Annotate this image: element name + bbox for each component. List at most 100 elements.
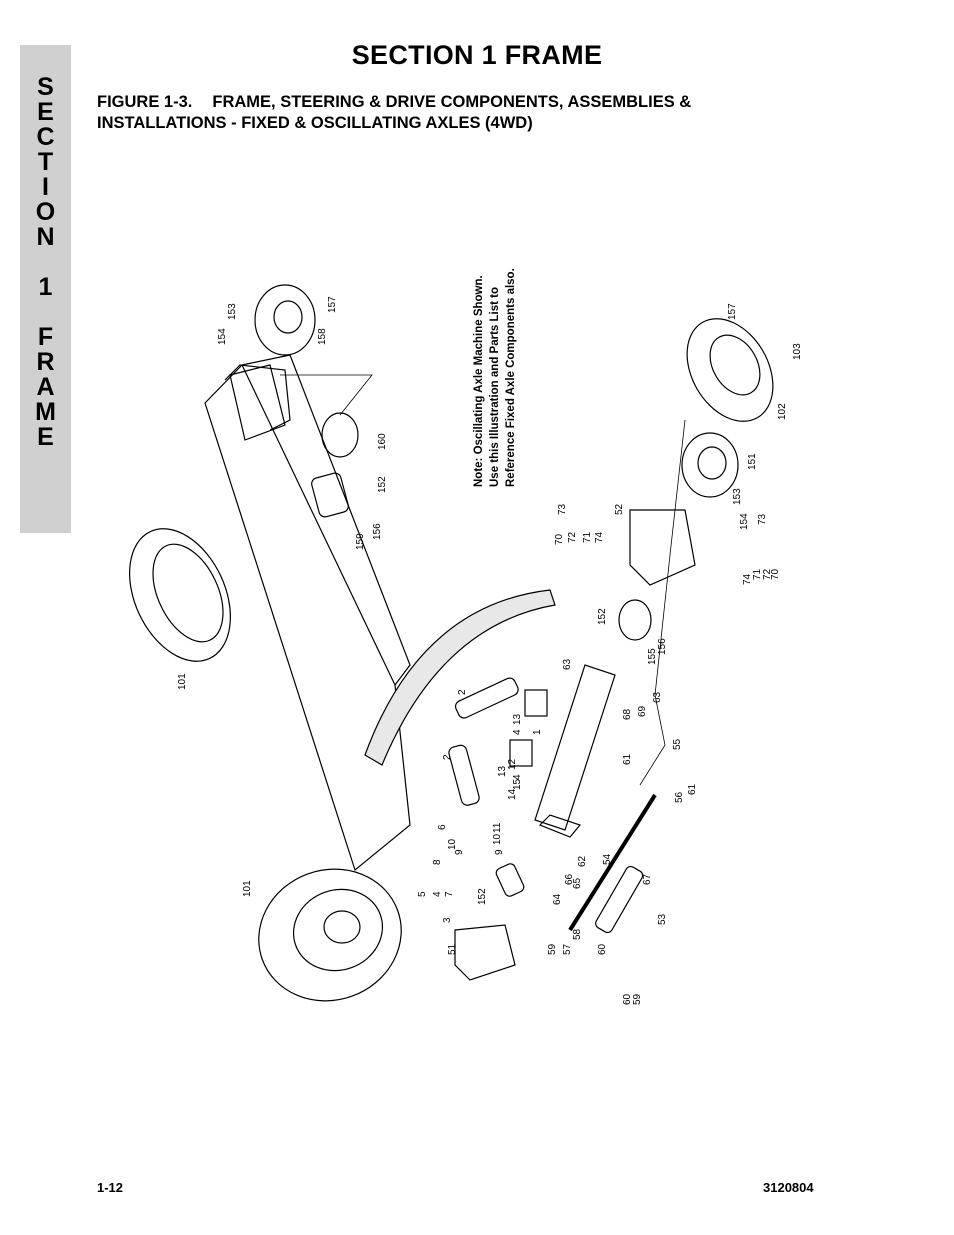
- callout-label: 55: [672, 738, 683, 750]
- callout-label: 66: [564, 873, 575, 885]
- callout-label: 155: [647, 648, 658, 665]
- callout-label: 13: [497, 765, 508, 777]
- callout-label: 157: [727, 303, 738, 320]
- callout-label: 12: [507, 758, 518, 770]
- note-line-3: Reference Fixed Axle Components also.: [505, 268, 517, 487]
- callout-label: 64: [552, 893, 563, 905]
- callout-label: 103: [792, 343, 803, 360]
- callout-label: 156: [372, 523, 383, 540]
- callout-label: 154: [739, 513, 750, 530]
- callout-label: 160: [377, 433, 388, 450]
- callout-label: 10: [492, 833, 503, 845]
- callout-label: 4: [512, 774, 523, 780]
- frame-rail: [204, 363, 411, 872]
- callout-label: 2: [442, 754, 453, 760]
- callout-label: 152: [477, 888, 488, 905]
- callout-label: 72: [567, 531, 578, 543]
- callout-label: 154: [217, 328, 228, 345]
- callout-label: 51: [447, 943, 458, 955]
- callout-label: 2: [457, 689, 468, 695]
- callout-label: 57: [562, 943, 573, 955]
- callout-label: 152: [377, 476, 388, 493]
- callout-label: 11: [492, 822, 503, 833]
- callout-label: 5: [417, 891, 428, 897]
- callout-label: 61: [622, 753, 633, 765]
- side-tab-letter: E: [37, 98, 54, 126]
- diagram-svg: 1541531581571601521561591011011571031021…: [129, 268, 803, 1005]
- note-line-2: Use this Illustration and Parts List to: [489, 287, 501, 487]
- callout-label: 54: [602, 853, 613, 865]
- callout-label: 60: [622, 993, 633, 1005]
- callout-label: 67: [642, 873, 653, 885]
- upper-motor: [321, 412, 359, 458]
- figure-title-line1: FRAME, STEERING & DRIVE COMPONENTS, ASSE…: [212, 93, 692, 111]
- side-tab-letter: R: [36, 348, 55, 376]
- callout-label: 153: [732, 488, 743, 505]
- tie-rod: [568, 793, 657, 932]
- figure-title-line2: INSTALLATIONS - FIXED & OSCILLATING AXLE…: [97, 114, 533, 132]
- callout-label: 69: [637, 705, 648, 717]
- side-tab-letter: 1: [38, 273, 53, 301]
- callout-label: 10: [447, 838, 458, 850]
- steer-cylinder: [595, 865, 644, 934]
- callout-labels: 1541531581571601521561591011011571031021…: [177, 296, 803, 1005]
- callout-label: 6: [437, 824, 448, 830]
- callout-label: 60: [597, 943, 608, 955]
- note-line-1: Note: Oscillating Axle Machine Shown.: [473, 275, 485, 487]
- callout-label: 73: [557, 503, 568, 515]
- callout-label: 15: [512, 778, 523, 790]
- spindle-housing-left: [454, 924, 516, 981]
- callout-label: 158: [317, 328, 328, 345]
- page-number: 1-12: [97, 1180, 124, 1195]
- callout-label: 4: [512, 729, 523, 735]
- upper-tire: [129, 528, 231, 662]
- side-tab-letter: M: [35, 398, 56, 426]
- fender: [364, 589, 556, 766]
- side-tab-letter: [20, 300, 71, 325]
- callout-label: 152: [597, 608, 608, 625]
- callout-label: 101: [177, 673, 188, 690]
- hub-right: [681, 432, 739, 498]
- callout-label: 102: [777, 403, 788, 420]
- callout-label: 13: [512, 713, 523, 725]
- callout-label: 59: [632, 993, 643, 1005]
- callout-label: 52: [614, 503, 625, 515]
- callout-label: 62: [577, 855, 588, 867]
- callout-label: 72: [762, 568, 773, 580]
- rim-right: [686, 318, 774, 422]
- side-tab-letter: O: [35, 198, 56, 226]
- callout-label: 71: [752, 568, 763, 580]
- callout-label: 9: [454, 849, 465, 855]
- side-tab-letter: N: [36, 223, 55, 251]
- callout-label: 63: [562, 658, 573, 670]
- callout-label: 9: [494, 849, 505, 855]
- side-tab-letter: C: [36, 123, 55, 151]
- callout-label: 156: [657, 638, 668, 655]
- callout-label: 74: [594, 531, 605, 543]
- callout-label: 4: [432, 891, 443, 897]
- callout-label: 7: [444, 891, 455, 897]
- callout-label: 65: [572, 877, 583, 889]
- callout-label: 68: [622, 708, 633, 720]
- side-tab-letter: [20, 250, 71, 275]
- callout-label: 153: [227, 303, 238, 320]
- upper-hub: [254, 284, 316, 356]
- callout-label: 159: [355, 533, 366, 550]
- side-tab-letter: E: [37, 423, 54, 451]
- callout-label: 63: [652, 691, 663, 703]
- callout-label: 70: [770, 568, 781, 580]
- callout-label: 53: [657, 913, 668, 925]
- lower-tire: [258, 868, 402, 1002]
- spindle-housing-right: [629, 509, 696, 586]
- side-tab-letter: F: [37, 323, 54, 351]
- callout-label: 151: [747, 453, 758, 470]
- callout-label: 157: [327, 296, 338, 313]
- side-tab-letter: T: [37, 148, 54, 176]
- section-title: SECTION 1 FRAME: [351, 40, 603, 70]
- callout-label: 14: [507, 788, 518, 800]
- figure-number: FIGURE 1-3.: [97, 93, 193, 111]
- cylinder-upper: [454, 677, 519, 719]
- callout-label: 3: [442, 917, 453, 923]
